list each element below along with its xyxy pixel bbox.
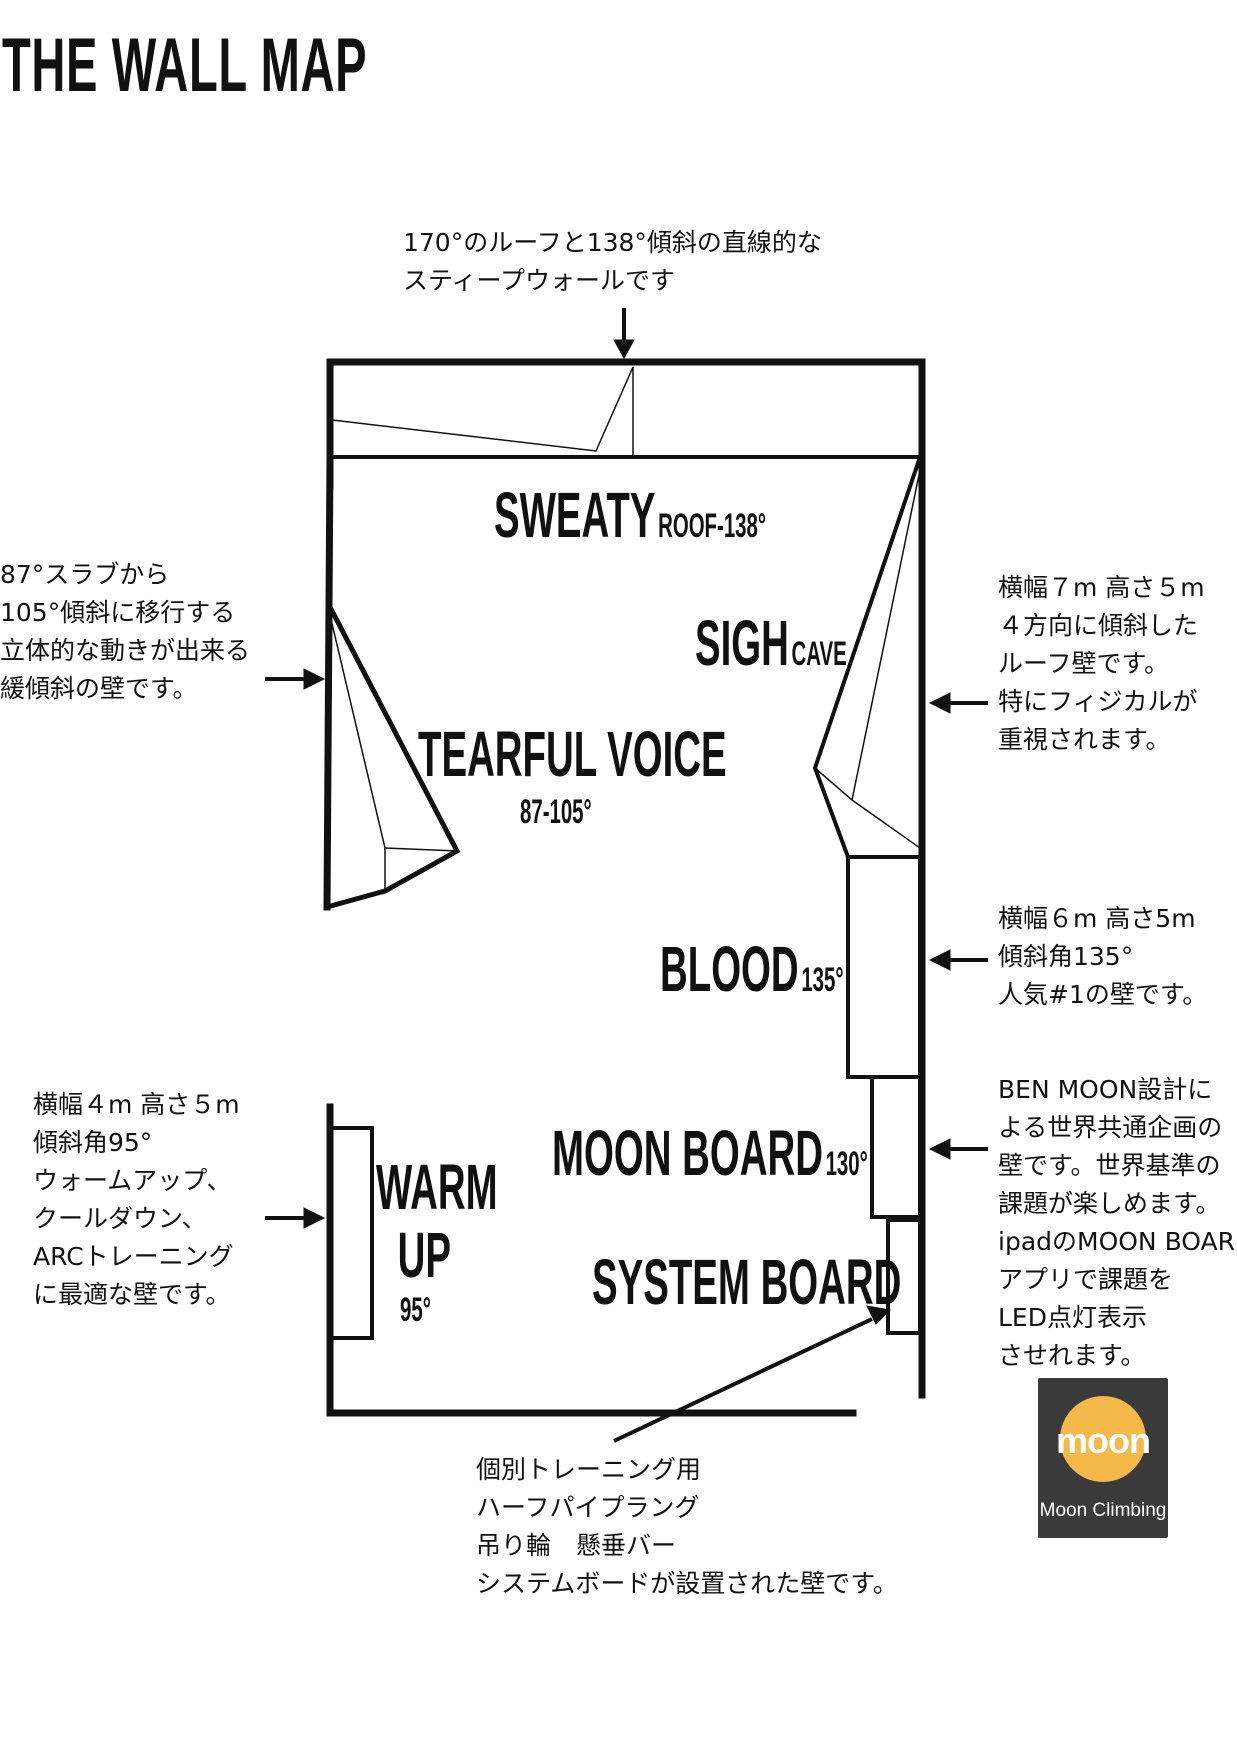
arrow-left-lower-head <box>303 1207 326 1229</box>
note-left-upper: 87°スラブから 105°傾斜に移行する 立体的な動きが出来る 緩傾斜の壁です。 <box>0 556 250 708</box>
label-sweaty-name: SWEATY <box>494 479 656 551</box>
note-line: BEN MOON設計に <box>998 1075 1213 1104</box>
note-line: 個別トレーニング用 <box>476 1455 702 1484</box>
page-title: THE WALL MAP <box>2 23 368 108</box>
note-line: 105°傾斜に移行する <box>0 598 236 627</box>
note-top: 170°のルーフと138°傾斜の直線的な スティープウォールです <box>403 224 822 300</box>
label-system-board: SYSTEM BOARD <box>592 1250 901 1314</box>
label-sweaty: SWEATY ROOF-138° <box>494 483 766 547</box>
note-line: システムボードが設置された壁です。 <box>476 1569 898 1598</box>
label-warm-up-line2: UP <box>397 1219 451 1291</box>
note-line: 横幅７m 高さ５m <box>998 573 1205 602</box>
note-line: 壁です。世界基準の <box>998 1151 1221 1180</box>
label-blood-name: BLOOD <box>660 933 799 1005</box>
label-sweaty-sub: ROOF-138° <box>658 507 767 545</box>
note-right-blood: 横幅６m 高さ5m 傾斜角135° 人気#1の壁です。 <box>998 900 1207 1014</box>
note-line: 緩傾斜の壁です。 <box>0 674 198 703</box>
note-line: ハーフパイプラング <box>476 1493 700 1522</box>
note-line: LED点灯表示 <box>998 1303 1147 1332</box>
label-blood-deg: 135° <box>801 961 844 999</box>
moon-board-rect <box>870 1075 922 1219</box>
note-line: 傾斜角95° <box>33 1128 153 1157</box>
label-moon-board-deg: 130° <box>825 1145 868 1183</box>
system-board-rect <box>886 1218 922 1335</box>
note-line: 人気#1の壁です。 <box>998 980 1208 1009</box>
label-sigh: SIGH CAVE <box>695 611 847 675</box>
arrow-right-blood-head <box>928 949 951 971</box>
moon-climbing-app-icon[interactable]: moon Moon Climbing <box>1038 1378 1168 1538</box>
note-line: 課題が楽しめます。 <box>998 1189 1221 1218</box>
note-line: 重視されます。 <box>998 725 1171 754</box>
arrow-right-upper-head <box>928 692 951 714</box>
arrow-left-upper-head <box>303 668 326 690</box>
note-line: クールダウン、 <box>33 1204 207 1233</box>
note-line: 特にフィジカルが <box>998 687 1198 716</box>
moon-logo-disc <box>1060 1396 1146 1482</box>
sigh-cave-facet-2 <box>813 766 854 802</box>
warm-up-rect <box>328 1126 374 1340</box>
label-tearful-voice-degree: 87-105° <box>520 793 592 831</box>
note-line: ipadのMOON BOARD <box>998 1227 1237 1256</box>
sigh-cave-facets <box>851 469 922 850</box>
note-line: 傾斜角135° <box>998 942 1134 971</box>
note-line: アプリで課題を <box>998 1265 1174 1294</box>
label-warm-up: WARM UP 95° <box>376 1155 498 1327</box>
label-warm-up-line1: WARM <box>376 1151 498 1223</box>
note-line: 立体的な動きが出来る <box>0 636 251 665</box>
note-line: 吊り輪 懸垂バー <box>476 1531 677 1560</box>
label-system-board-name: SYSTEM BOARD <box>592 1246 902 1318</box>
note-right-upper: 横幅７m 高さ５m ４方向に傾斜した ルーフ壁です。 特にフィジカルが 重視され… <box>998 569 1205 759</box>
note-line: ARCトレーニング <box>33 1242 234 1271</box>
note-line: ウォームアップ、 <box>33 1166 232 1195</box>
roof-outline <box>326 358 926 489</box>
arrow-bottom-head <box>866 1305 892 1325</box>
note-line: ４方向に傾斜した <box>998 611 1199 640</box>
label-tearful-voice-name: TEARFUL VOICE <box>418 718 727 790</box>
note-line: させれます。 <box>998 1341 1146 1370</box>
note-line: に最適な壁です。 <box>33 1280 231 1309</box>
note-line: ルーフ壁です。 <box>998 649 1170 678</box>
tearful-voice-facet-2 <box>384 847 458 852</box>
label-tearful-voice-deg: 87-105° <box>520 795 592 829</box>
note-bottom: 個別トレーニング用 ハーフパイプラング 吊り輪 懸垂バー システムボードが設置さ… <box>476 1451 898 1603</box>
arrow-right-moon-head <box>928 1138 951 1160</box>
label-tearful-voice: TEARFUL VOICE <box>418 722 727 786</box>
note-line: 170°のルーフと138°傾斜の直線的な <box>403 228 822 257</box>
note-right-moon: BEN MOON設計に よる世界共通企画の 壁です。世界基準の 課題が楽しめます… <box>998 1071 1237 1375</box>
label-moon-board-name: MOON BOARD <box>552 1117 823 1189</box>
note-line: 横幅６m 高さ5m <box>998 904 1196 933</box>
arrow-top-head <box>613 339 635 360</box>
moon-logo-text: moon <box>1056 1420 1151 1461</box>
label-sigh-name: SIGH <box>695 607 789 679</box>
arrow-bottom <box>613 1317 873 1443</box>
app-caption: Moon Climbing <box>1039 1500 1167 1521</box>
blood-wall-rect <box>846 855 922 1079</box>
roof-facets <box>331 366 634 456</box>
label-warm-up-deg: 95° <box>400 1291 431 1329</box>
label-blood: BLOOD 135° <box>660 937 844 1001</box>
note-line: 横幅４m 高さ５m <box>33 1090 240 1119</box>
note-line: 87°スラブから <box>0 560 170 589</box>
note-left-lower: 横幅４m 高さ５m 傾斜角95° ウォームアップ、 クールダウン、 ARCトレー… <box>33 1086 240 1314</box>
note-line: よる世界共通企画の <box>998 1113 1223 1142</box>
note-line: スティープウォールです <box>403 266 676 295</box>
label-moon-board: MOON BOARD 130° <box>552 1121 868 1185</box>
label-sigh-sub: CAVE <box>791 635 847 673</box>
